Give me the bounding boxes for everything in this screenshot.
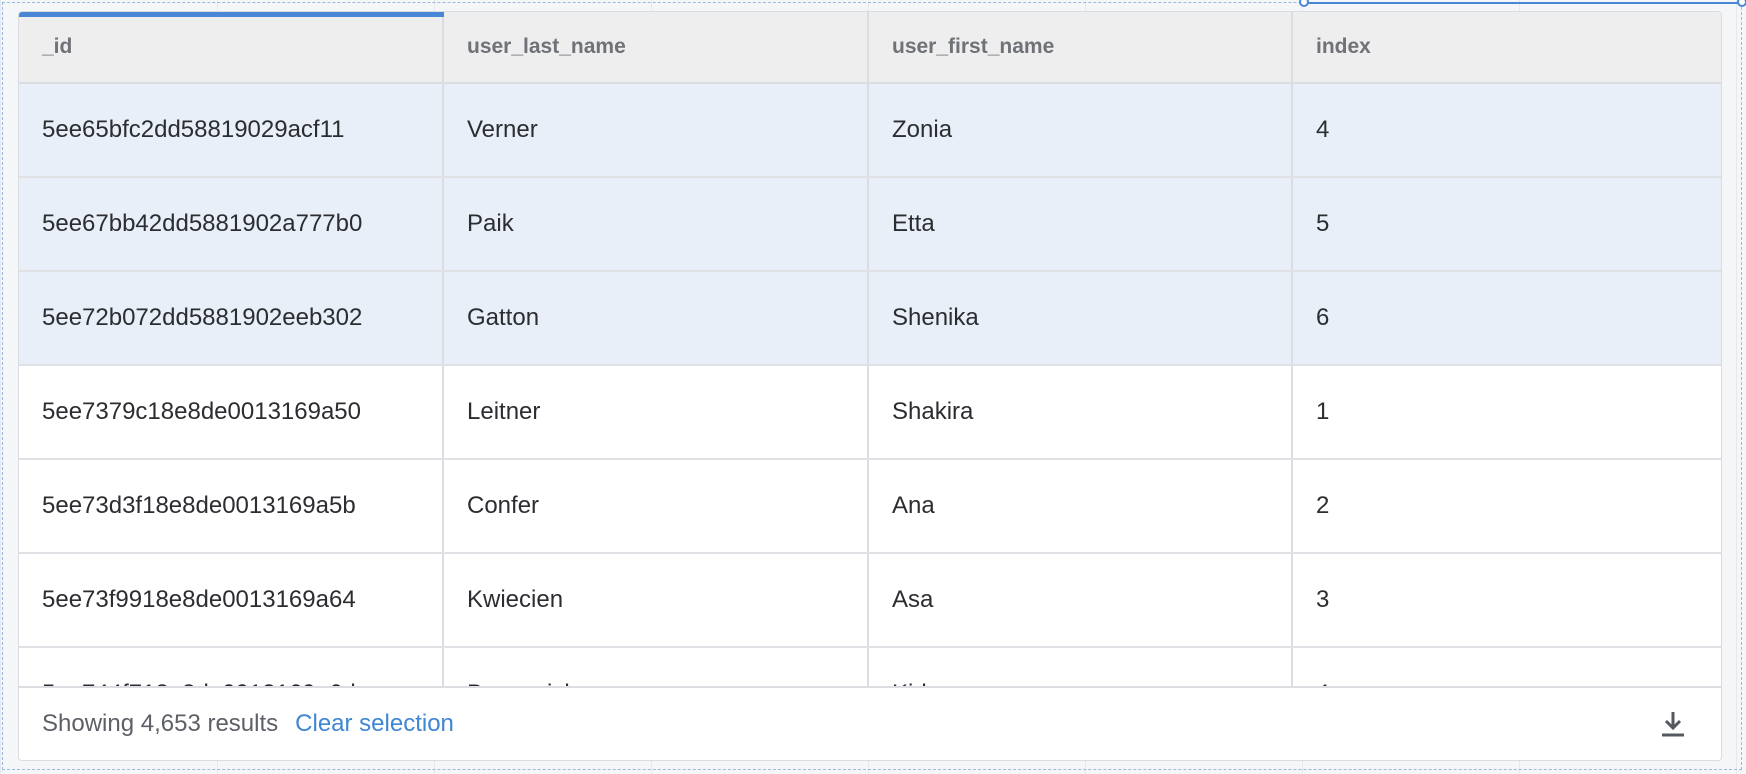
active-column-indicator xyxy=(19,12,444,17)
cell-first-name: Shakira xyxy=(869,366,1293,458)
table-body: 5ee65bfc2dd58819029acf11 Verner Zonia 4 … xyxy=(19,84,1721,688)
table-row[interactable]: 5ee73d3f18e8de0013169a5b Confer Ana 2 xyxy=(19,460,1721,554)
cell-id: 5ee73d3f18e8de0013169a5b xyxy=(19,460,444,552)
cell-first-name: Kirby xyxy=(869,648,1293,688)
cell-index: 4 xyxy=(1293,648,1721,688)
table-row[interactable]: 5ee744f718e8de0013169a6d Brunswick Kirby… xyxy=(19,648,1721,688)
cell-id: 5ee65bfc2dd58819029acf11 xyxy=(19,84,444,176)
table-widget: _id user_last_name user_first_name index… xyxy=(18,11,1722,761)
cell-index: 4 xyxy=(1316,116,1330,143)
table-row[interactable]: 5ee67bb42dd5881902a777b0 Paik Etta 5 xyxy=(19,178,1721,272)
cell-last-name: Leitner xyxy=(444,366,869,458)
cell-last-name: Kwiecien xyxy=(444,554,869,646)
cell-first-name: Asa xyxy=(869,554,1293,646)
table-row[interactable]: 5ee73f9918e8de0013169a64 Kwiecien Asa 3 xyxy=(19,554,1721,648)
cell-index: 2 xyxy=(1316,492,1330,519)
cell-last-name: Confer xyxy=(444,460,869,552)
table-footer: Showing 4,653 results Clear selection xyxy=(19,686,1721,760)
cell-id: 5ee67bb42dd5881902a777b0 xyxy=(19,178,444,270)
cell-id: 5ee73f9918e8de0013169a64 xyxy=(19,554,444,646)
cell-first-name: Zonia xyxy=(869,84,1293,176)
table-row[interactable]: 5ee72b072dd5881902eeb302 Gatton Shenika … xyxy=(19,272,1721,366)
cell-index: 5 xyxy=(1316,210,1330,237)
cell-index: 3 xyxy=(1316,586,1330,613)
results-count: Showing 4,653 results xyxy=(42,710,279,737)
cell-id: 5ee744f718e8de0013169a6d xyxy=(19,648,444,688)
cell-first-name: Shenika xyxy=(869,272,1293,364)
download-button[interactable] xyxy=(1655,706,1691,742)
resize-handle-left[interactable] xyxy=(1299,0,1309,7)
resize-handle-right[interactable] xyxy=(1737,0,1746,7)
cell-last-name: Brunswick xyxy=(444,648,869,688)
table-row[interactable]: 5ee65bfc2dd58819029acf11 Verner Zonia 4 xyxy=(19,84,1721,178)
column-header-id[interactable]: _id xyxy=(19,12,444,82)
download-icon xyxy=(1662,712,1684,737)
cell-last-name: Gatton xyxy=(444,272,869,364)
column-header-user-first-name[interactable]: user_first_name xyxy=(869,12,1293,82)
cell-id: 5ee72b072dd5881902eeb302 xyxy=(19,272,444,364)
table-row[interactable]: 5ee7379c18e8de0013169a50 Leitner Shakira… xyxy=(19,366,1721,460)
cell-index: 1 xyxy=(1316,398,1330,425)
clear-selection-link[interactable]: Clear selection xyxy=(295,710,454,737)
cell-id: 5ee7379c18e8de0013169a50 xyxy=(19,366,444,458)
cell-last-name: Paik xyxy=(444,178,869,270)
cell-last-name: Verner xyxy=(444,84,869,176)
column-header-user-last-name[interactable]: user_last_name xyxy=(444,12,869,82)
column-header-index[interactable]: index xyxy=(1316,35,1371,58)
cell-first-name: Ana xyxy=(869,460,1293,552)
cell-first-name: Etta xyxy=(869,178,1293,270)
resize-selection-line xyxy=(1304,2,1744,4)
cell-index: 6 xyxy=(1316,304,1330,331)
table-header: _id user_last_name user_first_name index xyxy=(19,12,1721,84)
